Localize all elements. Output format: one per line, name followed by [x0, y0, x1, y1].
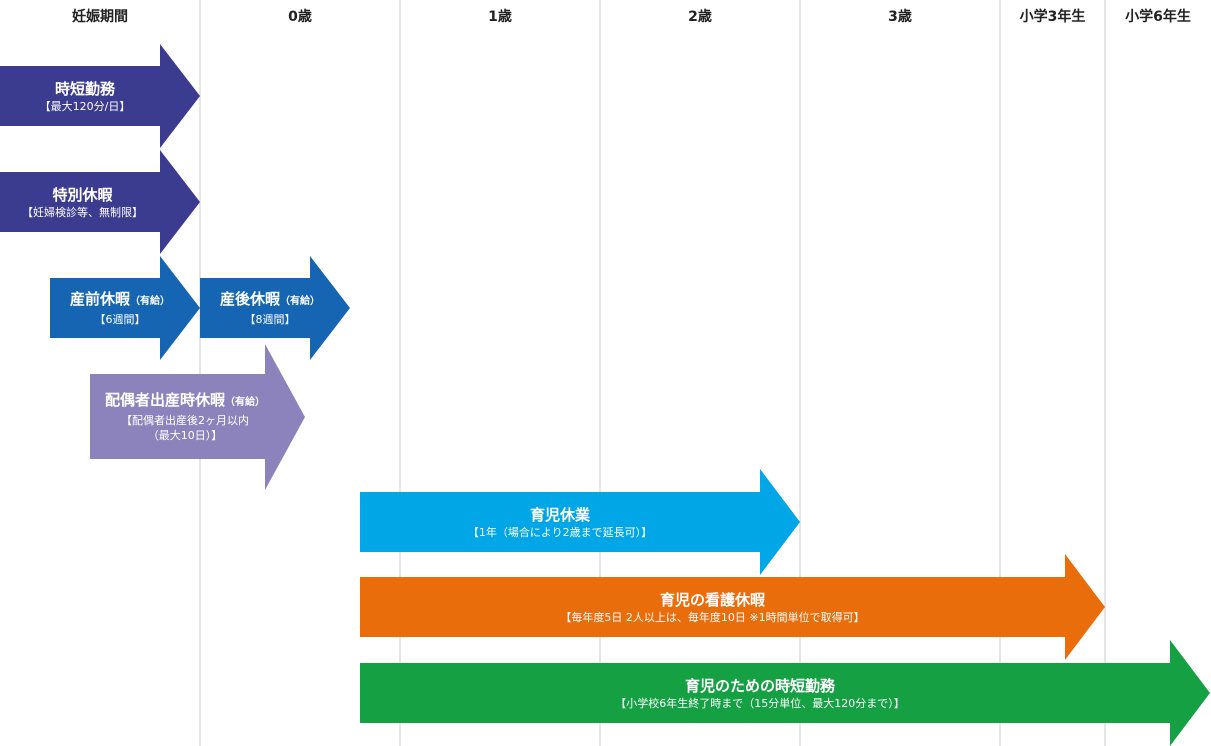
- arrow-childcare-leave: 育児休業 【1年（場合により2歳まで延長可）】: [360, 469, 800, 575]
- arrow-polygon: [0, 44, 200, 148]
- arrow-title: 特別休暇: [52, 185, 113, 204]
- arrow-detail: 【8週間】: [244, 313, 296, 326]
- arrow-detail: 【最大120分/日】: [39, 99, 131, 113]
- arrow-detail: 【6週間】: [94, 313, 146, 326]
- arrow-detail: 【小学校6年生終了時まで（15分単位、最大120分まで）】: [615, 696, 905, 710]
- arrow-title: 配偶者出産時休暇: [104, 391, 225, 409]
- arrow-shape: [360, 469, 800, 575]
- arrow-title-line: 産前休暇（有給）: [70, 289, 170, 312]
- arrow-shape: [50, 256, 200, 360]
- arrow-sick-child-leave: 育児の看護休暇 【毎年度5日 2人以上は、毎年度10日 ※1時間単位で取得可】: [360, 554, 1105, 660]
- header-age-1: 1歳: [488, 9, 512, 25]
- arrow-detail: 【配偶者出産後2ヶ月以内: [121, 414, 249, 427]
- arrow-title: 産後休暇: [219, 290, 280, 308]
- arrow-short-hours-pregnancy: 時短勤務 【最大120分/日】: [0, 44, 200, 148]
- arrow-polygon: [90, 344, 305, 490]
- arrow-title: 育児の看護休暇: [659, 590, 765, 609]
- header-age-2: 2歳: [688, 9, 712, 25]
- arrow-childcare-short-hours: 育児のための時短勤務 【小学校6年生終了時まで（15分単位、最大120分まで）】: [360, 640, 1211, 746]
- arrow-spouse-birth-leave: 配偶者出産時休暇（有給） 【配偶者出産後2ヶ月以内 （最大10日）】: [90, 344, 305, 490]
- arrow-detail-line2: （最大10日）】: [147, 429, 223, 442]
- header-age-0: 0歳: [288, 9, 312, 25]
- arrow-polygon: [360, 640, 1210, 746]
- arrow-title-line: 配偶者出産時休暇（有給）: [105, 390, 265, 413]
- arrow-shape: [90, 344, 305, 490]
- arrow-shape: [200, 256, 350, 360]
- arrow-title-suffix: （有給）: [225, 397, 265, 408]
- header-pregnancy: 妊娠期間: [72, 9, 128, 25]
- arrow-title: 産前休暇: [69, 290, 130, 308]
- arrow-shape: [360, 640, 1210, 746]
- arrow-polygon: [0, 150, 200, 254]
- arrow-title-suffix: （有給）: [280, 296, 320, 307]
- arrow-polygon: [50, 256, 200, 360]
- header-age-3: 3歳: [888, 9, 912, 25]
- arrow-title: 時短勤務: [54, 79, 115, 98]
- arrow-title: 育児休業: [529, 505, 590, 524]
- arrow-prenatal-leave: 産前休暇（有給） 【6週間】: [50, 256, 200, 360]
- arrow-title-suffix: （有給）: [130, 296, 170, 307]
- arrow-detail: 【1年（場合により2歳まで延長可）】: [467, 525, 653, 539]
- arrow-polygon: [200, 256, 350, 360]
- arrow-title: 育児のための時短勤務: [684, 676, 835, 695]
- arrow-polygon: [360, 554, 1105, 660]
- arrow-detail: 【妊婦検診等、無制限】: [22, 205, 143, 219]
- arrow-shape: [0, 44, 200, 148]
- arrow-polygon: [360, 469, 800, 575]
- arrow-shape: [0, 150, 200, 254]
- header-grade-3: 小学3年生: [1019, 9, 1086, 25]
- arrow-detail: 【毎年度5日 2人以上は、毎年度10日 ※1時間単位で取得可】: [560, 610, 865, 624]
- arrow-special-leave: 特別休暇 【妊婦検診等、無制限】: [0, 150, 200, 254]
- arrow-postnatal-leave: 産後休暇（有給） 【8週間】: [200, 256, 350, 360]
- arrow-title-line: 産後休暇（有給）: [220, 289, 320, 312]
- arrow-shape: [360, 554, 1105, 660]
- header-grade-6: 小学6年生: [1125, 9, 1191, 25]
